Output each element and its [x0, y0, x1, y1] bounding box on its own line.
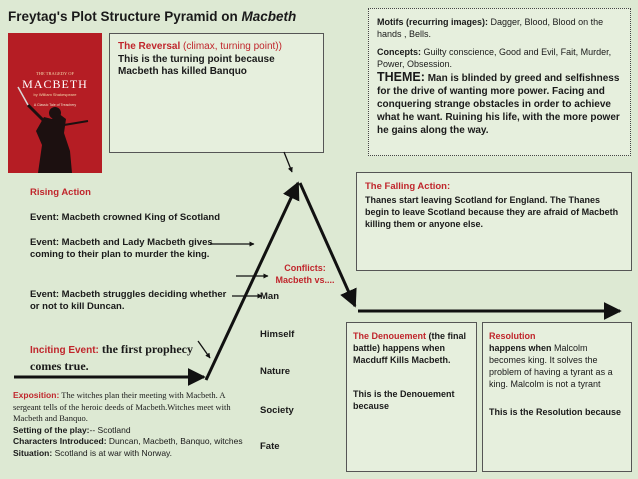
conflicts-heading: Conflicts: Macbeth vs.... — [275, 263, 335, 285]
conflict-nature: Nature — [260, 366, 291, 377]
falling-action-box: The Falling Action: Thanes start leaving… — [356, 172, 632, 271]
motifs-theme-box: Motifs (recurring images): Dagger, Blood… — [368, 8, 631, 156]
concepts-text: Concepts: Guilty conscience, Good and Ev… — [377, 47, 612, 69]
rising-action-heading: Rising Action — [30, 187, 91, 198]
rising-action-line — [204, 181, 300, 381]
reversal-box: The Reversal (climax, turning point)) Th… — [109, 33, 324, 153]
theme-text: THEME: Man is blinded by greed and selfi… — [377, 70, 620, 137]
book-author: by William Shakespeare — [33, 92, 77, 97]
conflict-himself: Himself — [260, 329, 295, 340]
conflict-man: Man — [260, 291, 279, 302]
reversal-pointer — [283, 151, 293, 173]
book-name: MACBETH — [22, 77, 88, 91]
resolution-box: Resolution happens when Malcolm becomes … — [482, 322, 632, 472]
event-3: Event: Macbeth struggles deciding whethe… — [30, 289, 227, 312]
page-title: Freytag's Plot Structure Pyramid on Macb… — [8, 9, 297, 24]
denouement-box: The Denouement (the final battle) happen… — [346, 322, 477, 472]
knight-silhouette-icon — [17, 86, 89, 173]
event-2: Event: Macbeth and Lady Macbeth gives co… — [30, 237, 213, 260]
inciting-event: Inciting Event: the first prophecy comes… — [30, 342, 194, 373]
motifs-text: Motifs (recurring images): Dagger, Blood… — [377, 17, 604, 39]
book-cover: THE TRAGEDY OF MACBETH by William Shakes… — [8, 33, 102, 173]
reversal-body: This is the turning point because Macbet… — [118, 53, 275, 78]
falling-action-line — [298, 182, 357, 308]
conflict-society: Society — [260, 405, 294, 416]
event-1: Event: Macbeth crowned King of Scotland — [30, 212, 221, 223]
exposition: Exposition: The witches plan their meeti… — [13, 390, 243, 458]
inciting-pointer — [197, 340, 211, 359]
book-tagline: A Classic Tale of Treachery — [33, 103, 77, 107]
book-series: THE TRAGEDY OF — [36, 71, 74, 76]
conflict-fate: Fate — [260, 441, 280, 452]
